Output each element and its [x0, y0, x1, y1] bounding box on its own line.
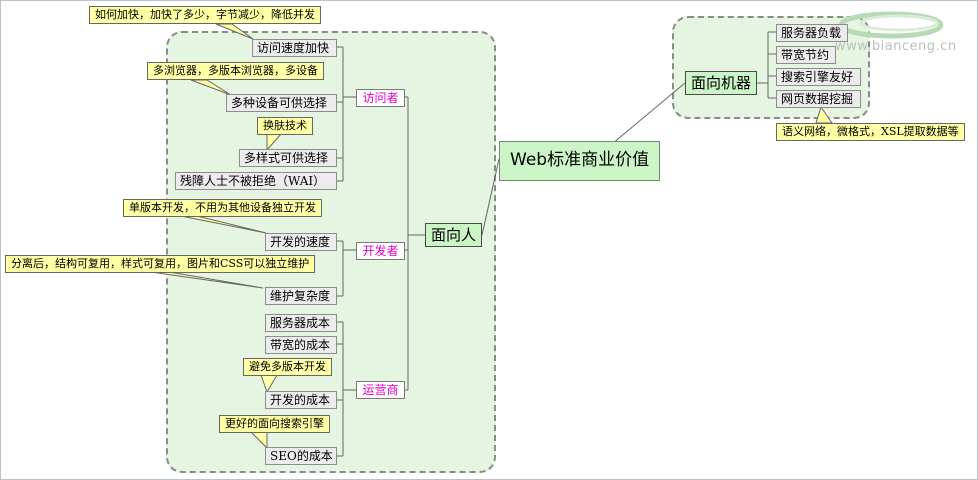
leaf-development-cost[interactable]: 开发的成本 [265, 391, 337, 409]
leaf-faster-access[interactable]: 访问速度加快 [252, 39, 337, 57]
branch-machine[interactable]: 面向机器 [685, 71, 758, 95]
leaf-search-engine-friendly[interactable]: 搜索引擎友好 [776, 68, 861, 86]
leaf-bandwidth-saving[interactable]: 带宽节约 [776, 46, 836, 64]
leaf-development-speed[interactable]: 开发的速度 [265, 233, 337, 251]
note-single-version-dev: 单版本开发，不用为其他设备独立开发 [123, 199, 322, 217]
note-semantic-web: 语义网络，微格式，XSL提取数据等 [776, 123, 965, 141]
note-search-engine: 更好的面向搜索引擎 [219, 415, 330, 433]
note-faster-access: 如何加快，加快了多少，字节减少，降低并发 [89, 6, 321, 24]
leaf-maintenance-complexity[interactable]: 维护复杂度 [265, 287, 337, 305]
leaf-multiple-devices[interactable]: 多种设备可供选择 [226, 94, 337, 112]
category-developer[interactable]: 开发者 [356, 242, 405, 260]
leaf-bandwidth-cost[interactable]: 带宽的成本 [265, 336, 337, 354]
leaf-web-data-mining[interactable]: 网页数据挖掘 [776, 90, 861, 108]
leaf-server-cost[interactable]: 服务器成本 [265, 314, 337, 332]
leaf-seo-cost[interactable]: SEO的成本 [265, 447, 337, 465]
leaf-server-load[interactable]: 服务器负载 [776, 24, 848, 42]
note-multiple-devices: 多浏览器，多版本浏览器，多设备 [147, 62, 324, 80]
note-avoid-multi-version: 避免多版本开发 [243, 358, 332, 376]
category-operator[interactable]: 运营商 [356, 381, 405, 399]
leaf-accessibility-wai[interactable]: 残障人士不被拒绝（WAI） [175, 172, 337, 190]
branch-people[interactable]: 面向人 [425, 223, 483, 247]
note-skin-technology: 换肤技术 [257, 117, 313, 135]
category-visitor[interactable]: 访问者 [356, 89, 405, 107]
root-node-web-standards-value[interactable]: Web标准商业价值 [499, 141, 661, 181]
note-separation-reuse: 分离后，结构可复用，样式可复用，图片和CSS可以独立维护 [5, 255, 316, 273]
leaf-multiple-styles[interactable]: 多样式可供选择 [239, 149, 337, 167]
watermark-text: www.bianceng.cn [835, 39, 957, 54]
